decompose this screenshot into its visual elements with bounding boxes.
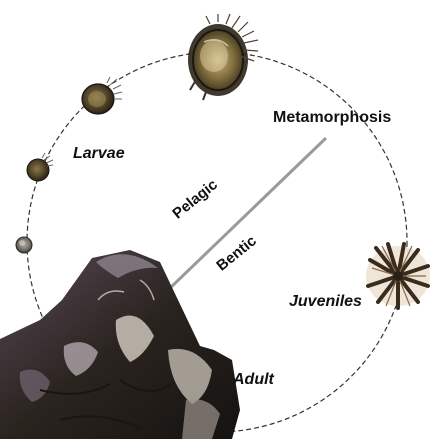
- pelagic-benthic-divider: [168, 138, 326, 290]
- egg-icon: [16, 237, 32, 253]
- stage-label-metamorphosis: Metamorphosis: [273, 110, 391, 126]
- pediveliger-larva-icon: [188, 14, 258, 100]
- stage-label-juveniles: Juveniles: [289, 294, 362, 310]
- stage-label-adult: Adult: [233, 372, 274, 388]
- larva-small-icon: [27, 153, 53, 181]
- adult-oyster-cluster-icon: [0, 250, 240, 439]
- stage-label-larvae: Larvae: [73, 146, 125, 162]
- juvenile-oyster-icon: [366, 244, 430, 308]
- larva-medium-icon: [82, 77, 122, 114]
